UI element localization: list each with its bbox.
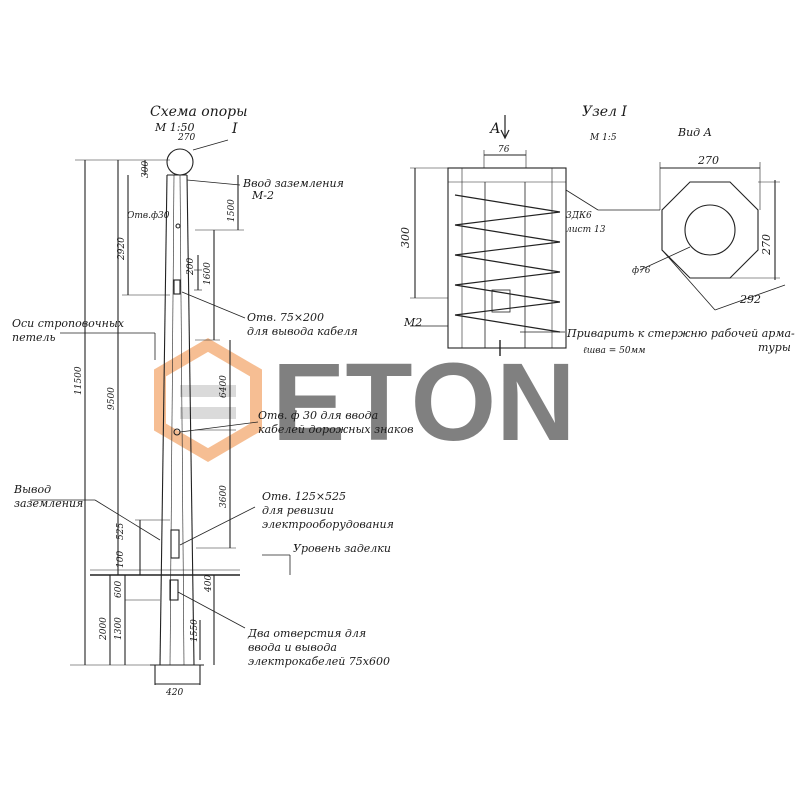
node-weld-1: Приварить к стержню рабочей арма- xyxy=(566,327,795,340)
dim-1600: 1600 xyxy=(203,262,213,285)
note-ground-out-2: заземления xyxy=(14,497,83,510)
pole-inner-right xyxy=(179,174,185,666)
dim-200: 200 xyxy=(186,258,196,276)
dim-3600: 3600 xyxy=(219,485,229,508)
note-cable-out-1: Отв. 75×200 xyxy=(247,311,324,324)
view-dim-270-side: 270 xyxy=(760,234,773,256)
center-hole xyxy=(684,204,736,256)
dim-1300: 1300 xyxy=(114,617,124,640)
cable-outlet-opening xyxy=(173,279,181,295)
node-mark: I xyxy=(231,121,238,137)
dim-11500: 11500 xyxy=(74,366,84,395)
dim-2920: 2920 xyxy=(117,237,127,261)
note-revision-1: Отв. 125×525 xyxy=(262,490,346,503)
dim-600: 600 xyxy=(114,581,124,598)
node-i-circle xyxy=(166,148,194,176)
node-m2: М2 xyxy=(403,316,422,329)
dim-525: 525 xyxy=(116,523,126,540)
note-revision-2: для ревизии xyxy=(262,504,334,517)
note-sling-2: петель xyxy=(12,331,56,344)
note-ground-out-1: Вывод xyxy=(13,483,51,496)
pole-left-edge xyxy=(159,174,168,666)
dim-270: 270 xyxy=(177,133,195,143)
note-cable-out-2: для вывода кабеля xyxy=(247,325,358,338)
phi30-hole xyxy=(175,223,181,229)
note-sling-1: Оси строповочных xyxy=(12,317,125,330)
dim-1550: 1550 xyxy=(190,619,200,642)
dim-1500: 1500 xyxy=(227,199,237,222)
dim-2000: 2000 xyxy=(99,617,109,641)
note-two-holes-2: ввода и вывода xyxy=(248,641,337,654)
view-a xyxy=(639,162,786,311)
node-weld-3: ℓшва = 50мм xyxy=(583,346,646,356)
watermark-text: ETON xyxy=(272,341,576,464)
view-title: Вид А xyxy=(677,126,712,139)
node-view-mark: А xyxy=(489,121,501,137)
watermark: ETON xyxy=(154,338,576,464)
node-i-detail xyxy=(410,115,660,356)
node-mesh-1: 3ДК6 xyxy=(566,211,592,221)
pole-inner-left xyxy=(169,174,175,666)
dim-phi30: Отв.ф30 xyxy=(127,211,170,221)
note-two-holes-1: Два отверстия для xyxy=(247,627,366,640)
view-dim-270-top: 270 xyxy=(697,154,719,167)
scheme-title: Схема опоры xyxy=(150,104,248,120)
dim-9500: 9500 xyxy=(107,387,117,410)
node-title: Узел I xyxy=(582,104,627,120)
view-dim-292: 292 xyxy=(739,293,761,306)
support-scheme xyxy=(30,139,291,685)
revision-opening xyxy=(170,529,180,559)
lower-cable-opening xyxy=(169,579,179,601)
node-scale: М 1:5 xyxy=(589,133,617,143)
view-dim-phi76: ф76 xyxy=(632,266,651,276)
octagon-section xyxy=(661,181,759,279)
scheme-scale: М 1:50 xyxy=(154,121,194,134)
spiral-reinforcement xyxy=(454,194,561,333)
note-grounding-1: Ввод заземления xyxy=(242,177,344,190)
dim-6400: 6400 xyxy=(219,375,229,398)
node-dim-300: 300 xyxy=(399,227,412,248)
dim-300: 300 xyxy=(141,161,151,178)
node-dim-76: 76 xyxy=(498,145,510,155)
node-body xyxy=(447,167,567,349)
note-road-sign-2: кабелей дорожных знаков xyxy=(258,423,414,436)
note-grounding-2: М-2 xyxy=(251,189,274,202)
node-weld-2: туры xyxy=(758,341,791,354)
dim-400: 400 xyxy=(204,575,214,593)
watermark-logo-icon xyxy=(154,338,262,462)
pole-right-edge xyxy=(186,174,195,666)
note-level: Уровень заделки xyxy=(293,542,391,555)
note-road-sign-1: Отв. ф 30 для ввода xyxy=(258,409,378,422)
node-mesh-2: лист 13 xyxy=(566,225,606,235)
note-two-holes-3: электрокабелей 75х600 xyxy=(248,655,390,668)
dim-420: 420 xyxy=(165,688,183,698)
note-revision-3: электрооборудования xyxy=(262,518,394,531)
dim-100: 100 xyxy=(116,551,126,568)
